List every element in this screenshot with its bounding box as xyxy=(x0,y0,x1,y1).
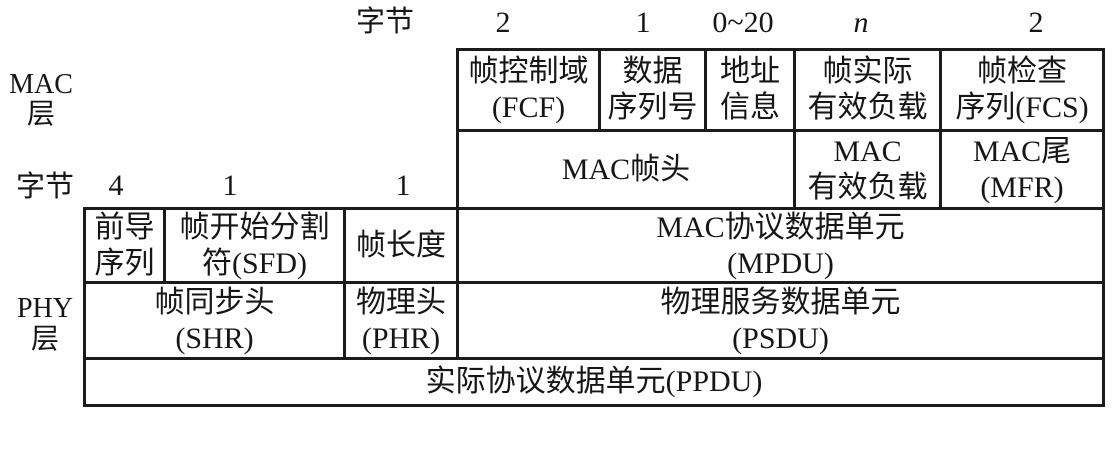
byte-count-frame-payload: n xyxy=(853,6,869,39)
byte-count-fcs: 2 xyxy=(1028,6,1044,39)
cell-mac-payload: MAC 有效负载 xyxy=(793,129,942,210)
cell-mpdu: MAC协议数据单元 (MPDU) xyxy=(456,207,1105,284)
cell-sync-header-shr: 帧同步头 (SHR) xyxy=(83,281,346,360)
byte-count-addr: 0~20 xyxy=(712,6,774,39)
cell-frame-length: 帧长度 xyxy=(343,207,459,284)
cell-data-sequence-number: 数据 序列号 xyxy=(598,48,707,132)
byte-count-preamble: 4 xyxy=(108,169,124,202)
byte-count-frame-length: 1 xyxy=(395,169,411,202)
byte-count-data-seq: 1 xyxy=(635,6,651,39)
cell-ppdu: 实际协议数据单元(PPDU) xyxy=(83,357,1105,407)
cell-phy-header-phr: 物理头 (PHR) xyxy=(343,281,459,360)
byte-scale-bottom-label: 字节 xyxy=(16,171,75,203)
cell-start-frame-delimiter-sfd: 帧开始分割 符(SFD) xyxy=(163,207,346,284)
cell-mac-header: MAC帧头 xyxy=(456,129,796,210)
byte-count-fcf: 2 xyxy=(495,6,511,39)
byte-count-sfd: 1 xyxy=(222,169,238,202)
cell-psdu: 物理服务数据单元 (PSDU) xyxy=(456,281,1105,360)
cell-frame-control-fcf: 帧控制域 (FCF) xyxy=(456,48,601,132)
cell-address-info: 地址 信息 xyxy=(704,48,796,132)
mac-layer-label: MAC 层 xyxy=(9,69,73,130)
cell-mac-footer-mfr: MAC尾 (MFR) xyxy=(939,129,1105,210)
cell-frame-payload: 帧实际 有效负载 xyxy=(793,48,942,132)
cell-frame-check-sequence-fcs: 帧检查 序列(FCS) xyxy=(939,48,1105,132)
cell-preamble-sequence: 前导 序列 xyxy=(83,207,166,284)
phy-layer-label: PHY 层 xyxy=(16,293,73,355)
byte-scale-top-label: 字节 xyxy=(356,6,415,38)
